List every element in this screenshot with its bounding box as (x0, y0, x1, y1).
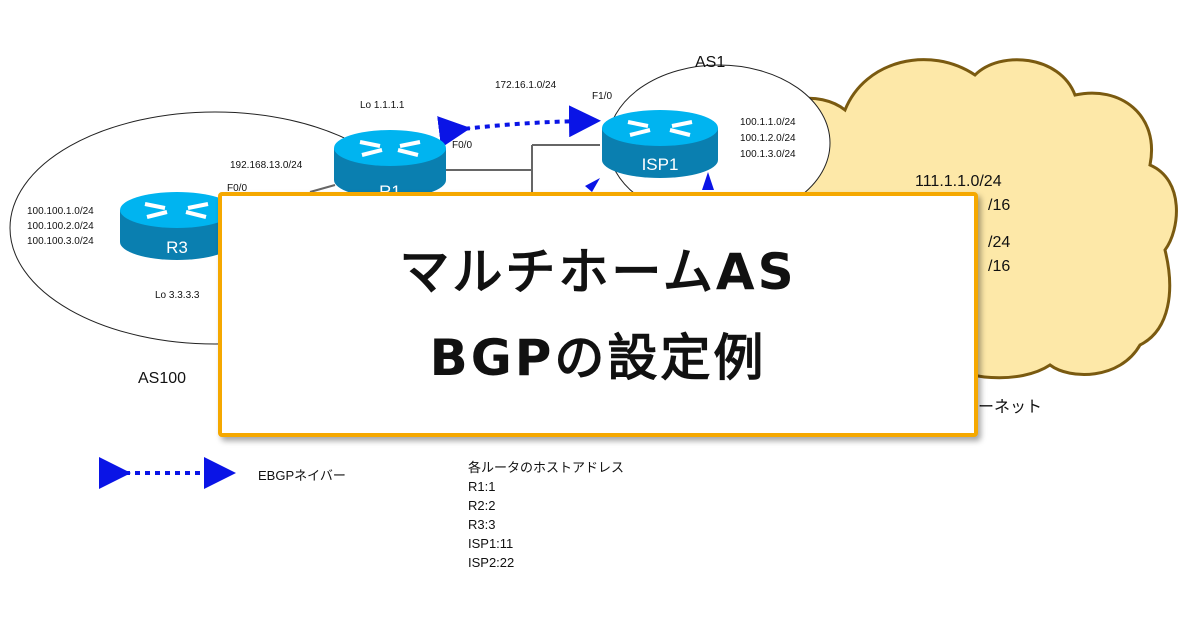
host-list-title: 各ルータのホストアドレス (468, 460, 625, 475)
arrow-head-isp1-left (585, 178, 600, 192)
r3-loopback: Lo 3.3.3.3 (155, 290, 200, 301)
arrow-head-isp1-down (702, 172, 714, 190)
router-r1-icon (334, 130, 446, 198)
r1-f00-label: F0/0 (452, 140, 473, 151)
ebgp-arrow-r1-isp1 (437, 105, 601, 148)
router-r3-label[interactable]: R3 (166, 238, 188, 257)
host-item: ISP1:11 (468, 536, 514, 551)
host-item: ISP2:22 (468, 555, 515, 570)
router-isp1-icon (602, 110, 718, 178)
r1-loopback: Lo 1.1.1.1 (360, 100, 405, 111)
r3-f00-label: F0/0 (227, 183, 248, 194)
internet-net-2: /16 (988, 197, 1011, 214)
isp1-f10-label: F1/0 (592, 91, 613, 102)
host-item: R2:2 (468, 498, 496, 513)
as100-label: AS100 (138, 370, 187, 387)
internet-net-4: /16 (988, 258, 1011, 275)
router-isp1-label[interactable]: ISP1 (641, 155, 679, 174)
host-item: R3:3 (468, 517, 496, 532)
title-line-1: マルチホームAS (399, 242, 797, 301)
as1-label: AS1 (695, 54, 726, 71)
host-item: R1:1 (468, 479, 496, 494)
internet-label: ーネット (978, 399, 1043, 416)
title-card: マルチホームAS BGPの設定例 (218, 192, 978, 437)
legend-ebgp-label: EBGPネイバー (258, 468, 346, 483)
host-address-list: 各ルータのホストアドレス R1:1 R2:2 R3:3 ISP1:11 ISP2… (468, 458, 624, 572)
internet-net-1: 111.1.1.0/24 (915, 173, 1002, 190)
router-r3-icon (120, 192, 234, 260)
internet-net-3: /24 (988, 234, 1011, 251)
link-r1-isp1-subnet: 172.16.1.0/24 (495, 80, 557, 91)
title-line-2: BGPの設定例 (429, 328, 767, 387)
link-r1-r3-subnet: 192.168.13.0/24 (230, 160, 303, 171)
